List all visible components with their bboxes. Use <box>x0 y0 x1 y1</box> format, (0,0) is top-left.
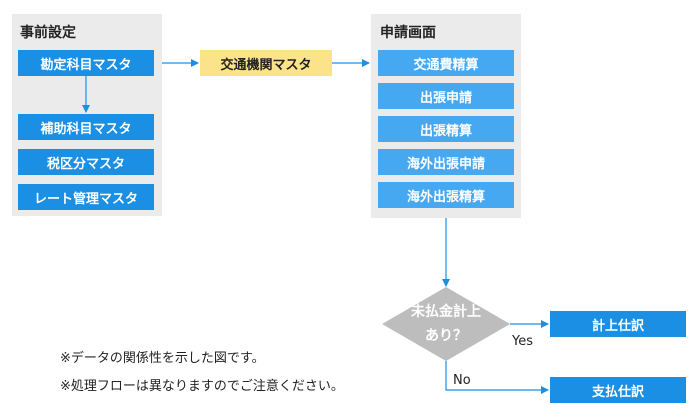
note-flow-caution: ※処理フローは異なりますのでご注意ください。 <box>60 379 344 394</box>
yes-label: Yes <box>512 334 533 349</box>
apply-title: 申請画面 <box>380 25 436 41</box>
business-trip-settlement-box: 出張精算 <box>378 116 514 142</box>
business-trip-request-box: 出張申請 <box>378 83 514 109</box>
arrow-no-branch <box>445 361 549 394</box>
transport-master-box: 交通機関マスタ <box>200 50 332 76</box>
decision-line1: 未払金計上 <box>411 304 481 320</box>
accrual-entry-box: 計上仕訳 <box>550 311 686 337</box>
decision-text: 未払金計上 あり？ <box>396 300 496 348</box>
rate-master-box: レート管理マスタ <box>18 184 154 210</box>
overseas-trip-request-box: 海外出張申請 <box>378 149 514 175</box>
prereq-title: 事前設定 <box>20 25 76 41</box>
travel-expense-box: 交通費精算 <box>378 50 514 76</box>
decision-diamond <box>382 287 510 361</box>
sub-account-master-box: 補助科目マスタ <box>18 114 154 140</box>
account-master-box: 勘定科目マスタ <box>18 50 154 76</box>
overseas-trip-settlement-box: 海外出張精算 <box>378 182 514 208</box>
note-relationship: ※データの関係性を示した図です。 <box>60 351 265 366</box>
tax-category-master-box: 税区分マスタ <box>18 149 154 175</box>
no-label: No <box>453 373 471 388</box>
decision-line2: あり？ <box>425 328 467 344</box>
payment-entry-box: 支払仕訳 <box>550 377 686 403</box>
